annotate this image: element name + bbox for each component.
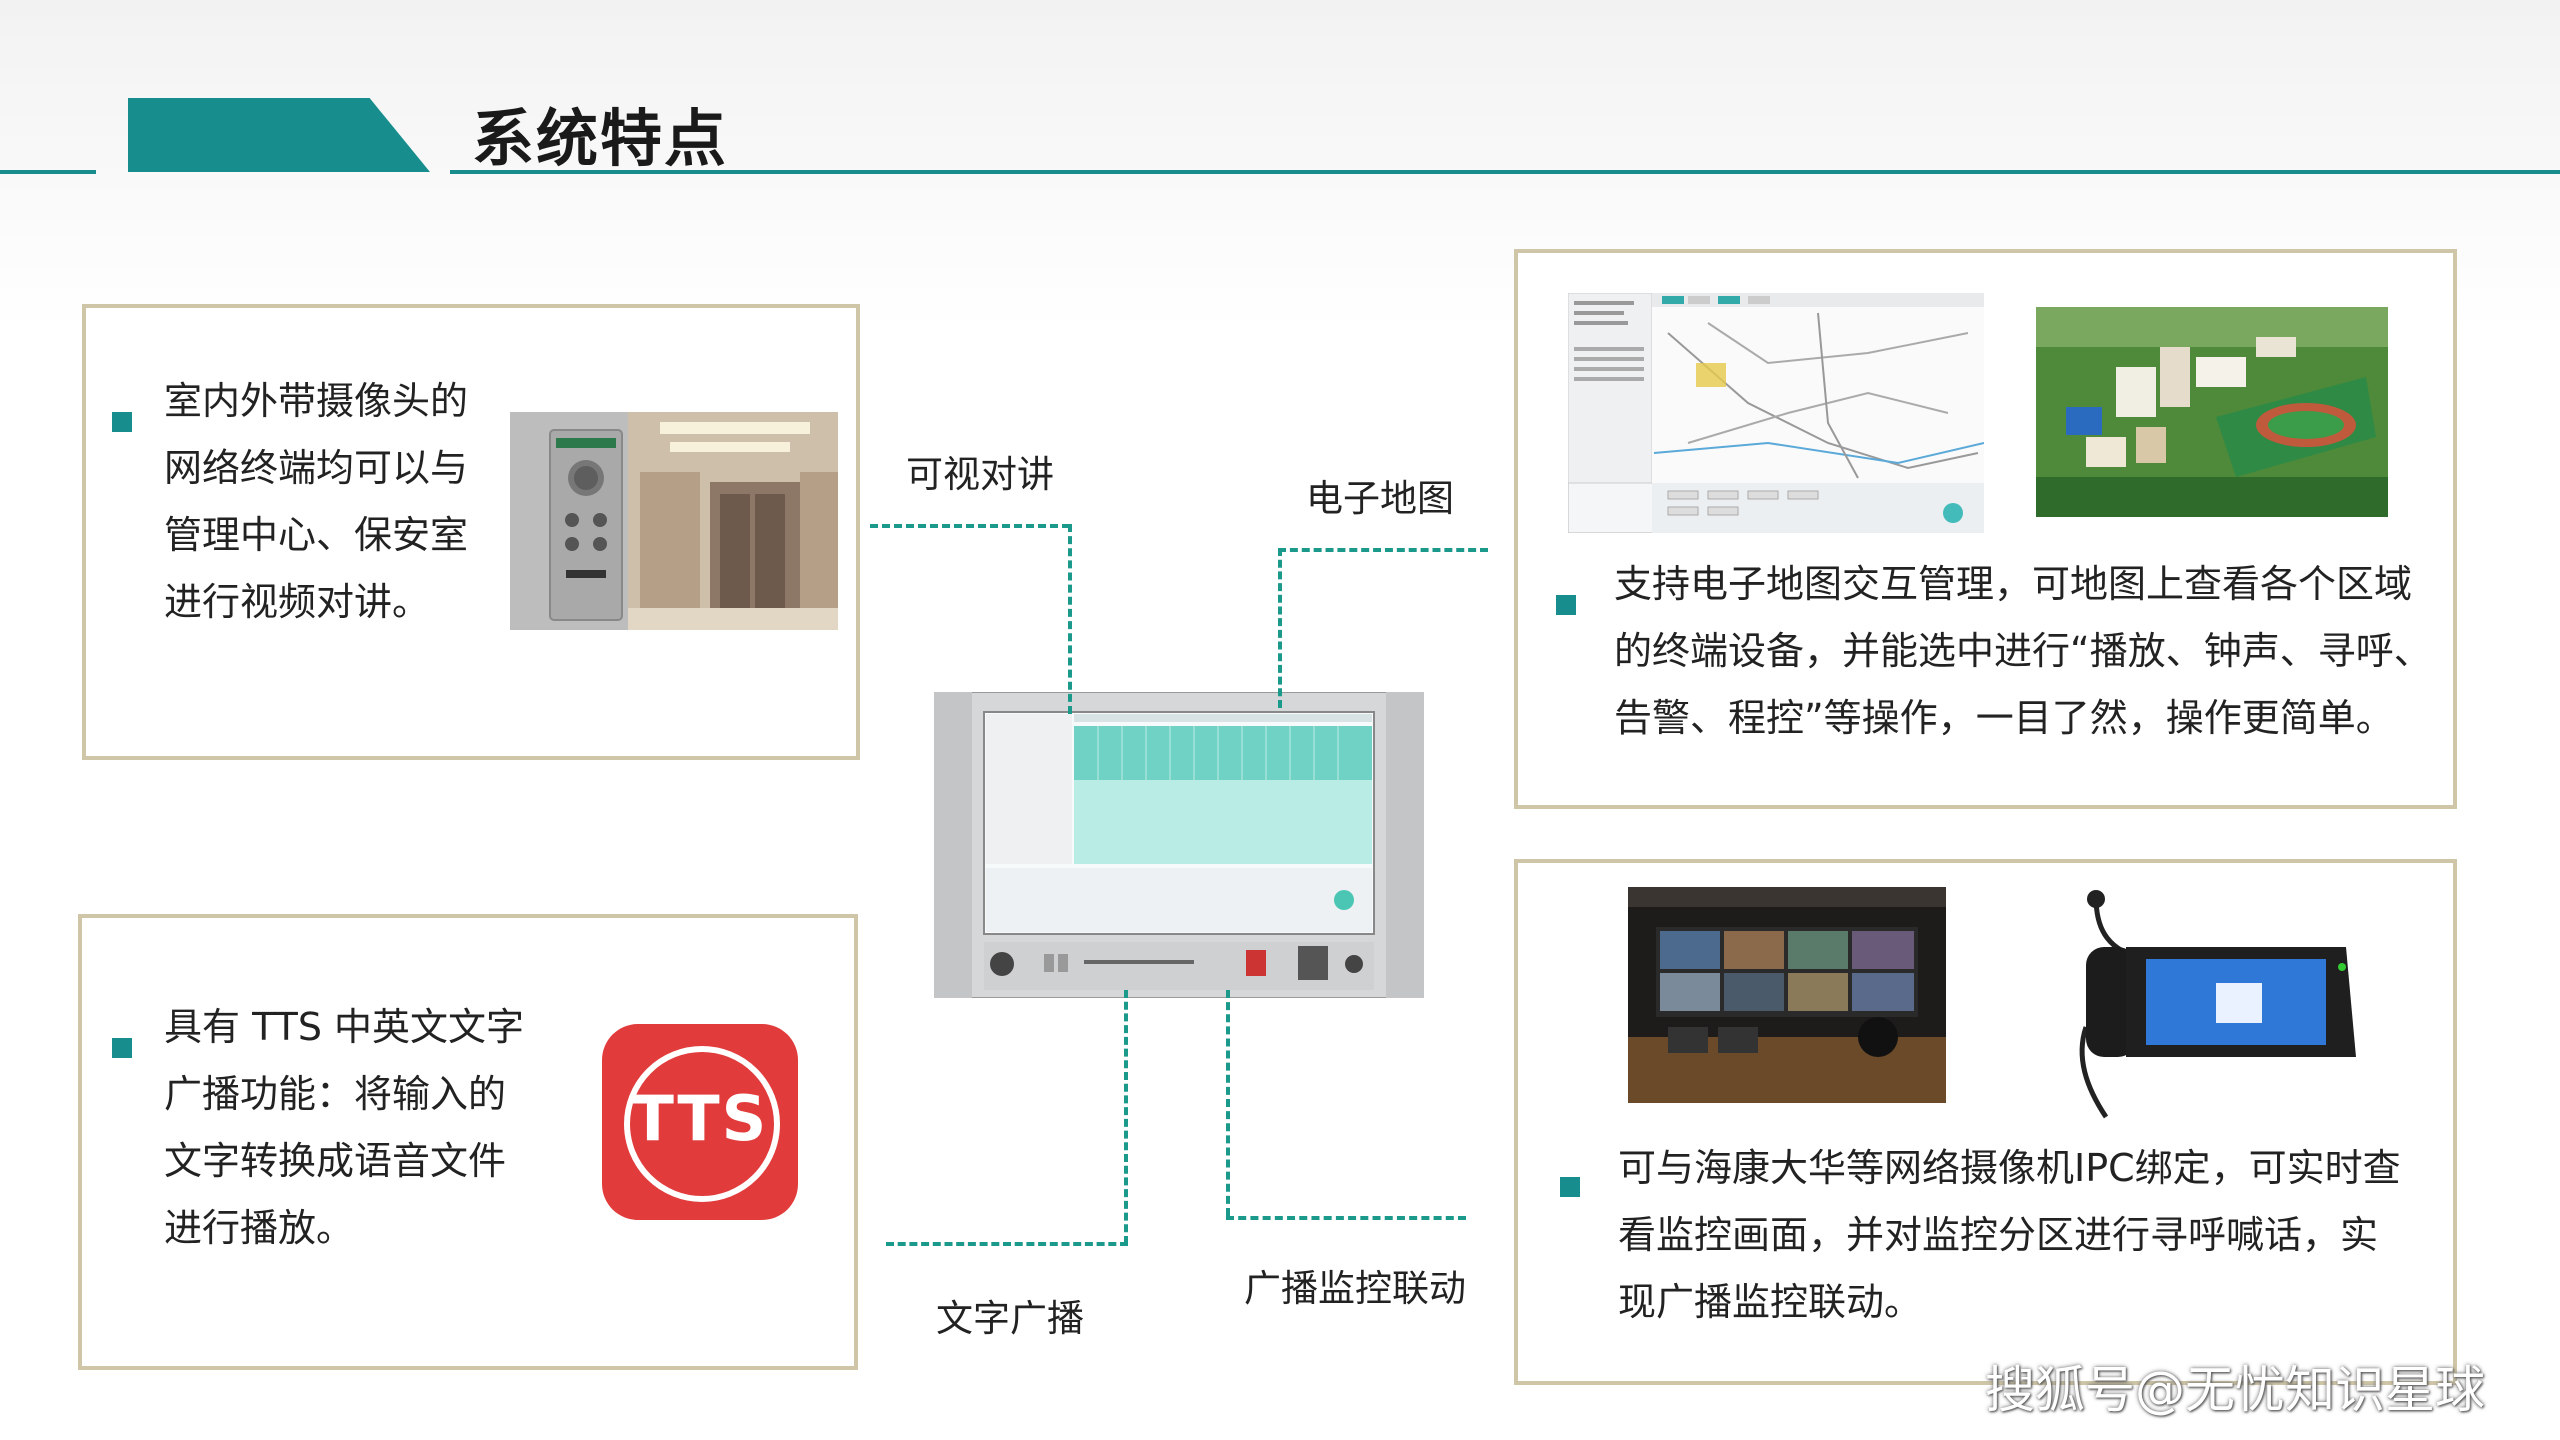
label-map: 电子地图 [1306,477,1454,520]
text-line: 广播功能：将输入的 [164,1072,507,1116]
text-line: 看监控画面，并对监控分区进行寻呼喊话，实 [1618,1213,2379,1257]
watermark: 搜狐号@无忧知识星球 [1985,1361,2485,1419]
map-text: 支持电子地图交互管理，可地图上查看各个区域 的终端设备，并能选中进行“播放、钟声… [1614,551,2444,752]
title-accent-bar [128,98,430,172]
intercom-terminal-image [510,412,838,630]
map-software-screenshot [1568,293,1984,533]
title-underline-left [0,170,96,174]
monitor-text: 可与海康大华等网络摄像机IPC绑定，可实时查 看监控画面，并对监控分区进行寻呼喊… [1618,1135,2448,1336]
title-underline-right [450,170,2560,174]
text-line: 进行播放。 [164,1206,355,1250]
text-line: 告警、程控”等操作，一目了然，操作更简单。 [1614,696,2394,740]
intercom-text: 室内外带摄像头的 网络终端均可以与 管理中心、保安室 进行视频对讲。 [164,368,524,636]
paging-console-image [2066,887,2366,1127]
text-line: 网络终端均可以与 [164,446,469,490]
bullet-icon [1560,1177,1580,1197]
label-tts: 文字广播 [936,1297,1084,1340]
bullet-icon [1556,595,1576,615]
connector-tts-h [886,1242,1128,1246]
text-line: 文字转换成语音文件 [164,1139,507,1183]
campus-aerial-image [2036,307,2388,517]
bullet-icon [112,412,132,432]
feature-box-tts: 具有 TTS 中英文文字 广播功能：将输入的 文字转换成语音文件 进行播放。 T… [78,914,858,1370]
text-line: 支持电子地图交互管理，可地图上查看各个区域 [1614,562,2413,606]
connector-tts-v [1124,990,1128,1244]
label-intercom: 可视对讲 [906,453,1054,496]
connector-map-h [1278,548,1488,552]
bullet-icon [112,1038,132,1058]
label-monitor: 广播监控联动 [1244,1267,1466,1310]
tts-logo-ring [624,1046,780,1202]
connector-intercom-v [1068,524,1072,714]
text-line: 具有 TTS 中英文文字 [164,1005,525,1049]
connector-monitor-h [1226,1216,1466,1220]
feature-box-monitor: 可与海康大华等网络摄像机IPC绑定，可实时查 看监控画面，并对监控分区进行寻呼喊… [1514,859,2457,1385]
connector-monitor-v [1226,990,1230,1216]
feature-box-intercom: 室内外带摄像头的 网络终端均可以与 管理中心、保安室 进行视频对讲。 [82,304,860,760]
broadcast-host-device-image [934,692,1424,998]
text-line: 进行视频对讲。 [164,580,431,624]
connector-map-v [1278,548,1282,708]
tts-text: 具有 TTS 中英文文字 广播功能：将输入的 文字转换成语音文件 进行播放。 [164,994,584,1262]
tts-logo: TTS [602,1024,798,1220]
control-room-image [1628,887,1946,1103]
connector-intercom-h [870,524,1070,528]
text-line: 可与海康大华等网络摄像机IPC绑定，可实时查 [1618,1146,2401,1190]
text-line: 管理中心、保安室 [164,513,469,557]
text-line: 的终端设备，并能选中进行“播放、钟声、寻呼、 [1614,629,2432,673]
text-line: 现广播监控联动。 [1618,1280,1923,1324]
page-title: 系统特点 [472,102,729,175]
feature-box-map: 支持电子地图交互管理，可地图上查看各个区域 的终端设备，并能选中进行“播放、钟声… [1514,249,2457,809]
tts-logo-text: TTS [631,1082,769,1155]
text-line: 室内外带摄像头的 [164,379,469,423]
